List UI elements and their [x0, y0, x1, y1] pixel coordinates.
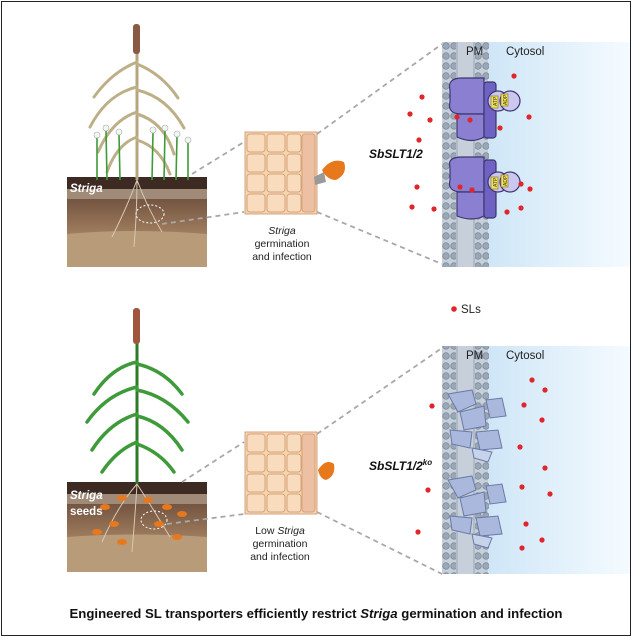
- bottom-root-caption-prefix: Low: [255, 525, 277, 537]
- bottom-transporter-name: SbSLT1/2: [369, 459, 423, 473]
- bottom-zoom-lines-plant: [166, 441, 245, 525]
- bottom-cytosol-label: Cytosol: [506, 350, 544, 362]
- bottom-soil-striga-label: Striga: [70, 490, 103, 502]
- top-zoom-lines-membrane: [316, 43, 443, 265]
- legend-sl-label: SLs: [461, 304, 481, 316]
- bottom-zoom-lines-membrane: [316, 347, 443, 575]
- bottom-root-caption-line3: and infection: [250, 551, 310, 563]
- top-transporter-upper: [448, 77, 521, 142]
- top-pm-label: PM: [466, 46, 483, 58]
- caption-prefix: Engineered SL transporters efficiently r…: [69, 606, 361, 621]
- top-membrane-panel: [442, 42, 630, 267]
- caption-suffix: germination and infection: [397, 606, 563, 621]
- top-striga-seed: [322, 160, 345, 180]
- top-cytosol-label: Cytosol: [506, 46, 544, 58]
- bottom-soil-seeds-label: seeds: [70, 506, 103, 518]
- top-root-caption-line2: germination: [255, 238, 310, 250]
- top-atp-upper: ATP: [493, 96, 499, 106]
- figure-caption: Engineered SL transporters efficiently r…: [2, 606, 630, 621]
- bottom-root-caption-italic: Striga: [277, 525, 305, 537]
- bottom-transporter-superscript: ko: [423, 458, 432, 467]
- bottom-root-cells: [244, 431, 318, 515]
- bottom-root-caption-line1: Low Striga: [255, 525, 305, 537]
- bottom-root-caption-line2: germination: [253, 538, 308, 550]
- top-zoom-lines-plant: [161, 141, 245, 225]
- top-root-cells: [244, 131, 318, 215]
- caption-italic: Striga: [360, 606, 398, 621]
- bottom-membrane-panel: [442, 346, 630, 574]
- top-atp-lower: ATP: [493, 177, 499, 187]
- top-transporter-lower: [448, 156, 521, 220]
- top-adp-lower: ADP: [503, 175, 509, 186]
- bottom-sorghum-plant: [67, 308, 207, 572]
- bottom-ko-transporter-upper: [447, 389, 507, 463]
- bottom-sl-dots: [415, 377, 553, 551]
- bottom-striga-seed: [318, 462, 335, 480]
- top-haustorium: [314, 172, 326, 185]
- top-soil-striga-label: Striga: [70, 183, 103, 195]
- top-adp-upper: ADP: [503, 94, 509, 105]
- top-sl-dots: [407, 73, 533, 215]
- top-root-caption-line3: and infection: [252, 251, 312, 263]
- bottom-pm-label: PM: [466, 350, 483, 362]
- top-transporter-label: SbSLT1/2: [369, 147, 423, 161]
- legend-sl-dot: [451, 306, 457, 312]
- top-root-caption-line1: Striga: [268, 225, 296, 237]
- top-sorghum-plant: [67, 24, 207, 267]
- bottom-transporter-label: SbSLT1/2ko: [369, 458, 432, 473]
- bottom-ko-transporter-lower: [447, 475, 507, 549]
